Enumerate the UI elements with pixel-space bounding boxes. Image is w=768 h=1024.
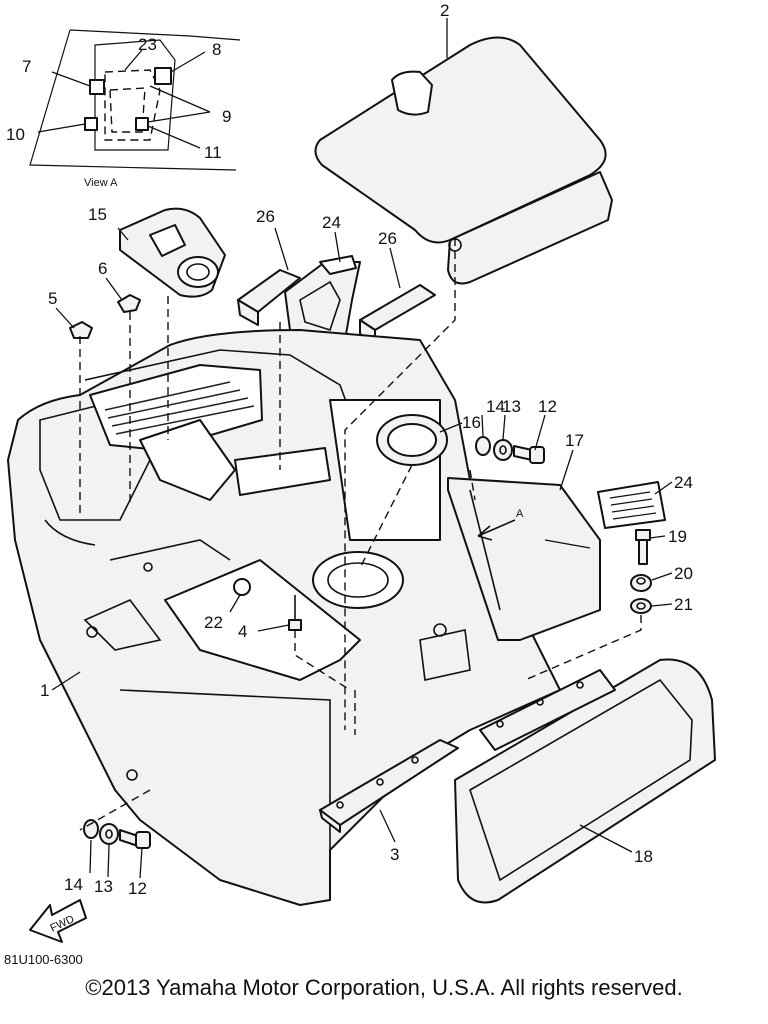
inset-clip-10 — [84, 117, 98, 131]
callout-4: 4 — [238, 622, 247, 641]
callout-14-upper: 14 — [486, 397, 505, 416]
inset-clip-9 — [135, 117, 149, 131]
callout-1: 1 — [40, 681, 49, 700]
callout-7: 7 — [22, 57, 31, 76]
callout-22: 22 — [204, 613, 223, 632]
view-a-inset: View A — [29, 29, 241, 189]
callout-10: 10 — [6, 125, 25, 144]
callout-19: 19 — [668, 527, 687, 546]
view-a-arrow — [477, 519, 516, 541]
callout-26-left: 26 — [256, 207, 275, 226]
part-21-washer — [630, 598, 652, 614]
callout-25: 24 — [322, 213, 341, 232]
callout-12-lower: 12 — [128, 879, 147, 898]
leader-lines — [51, 18, 673, 879]
view-a-label: View A — [84, 177, 118, 189]
part-6-clip — [117, 294, 141, 313]
callout-14-lower: 14 — [64, 875, 83, 894]
screw-set-lower — [83, 819, 151, 849]
part-25-bracket — [284, 255, 361, 351]
callout-11: 11 — [204, 143, 222, 162]
part-20-nut — [630, 574, 652, 592]
fwd-arrow-icon: FWD — [29, 899, 87, 943]
view-a-arrow-label: A — [516, 508, 524, 520]
part-24-label — [597, 481, 666, 529]
callout-23: 23 — [138, 35, 157, 54]
callout-numbers: 2 23 8 7 9 10 11 15 26 24 26 6 5 14 13 1… — [6, 1, 693, 898]
part-19-bolt — [635, 529, 651, 565]
part-5-clip — [69, 321, 93, 339]
callout-17: 17 — [565, 431, 584, 450]
callout-13-lower: 13 — [94, 877, 113, 896]
assembly-lines — [79, 238, 642, 831]
callout-13-upper: 13 — [502, 397, 521, 416]
part-16-grommet — [376, 414, 448, 466]
part-2-seat-cover — [314, 36, 613, 285]
callout-15: 15 — [88, 205, 107, 224]
callout-2: 2 — [440, 1, 449, 20]
copyright-notice: ©2013 Yamaha Motor Corporation, U.S.A. A… — [85, 975, 683, 1000]
callout-3: 3 — [390, 845, 399, 864]
inset-clip-8 — [154, 67, 172, 85]
callout-20: 20 — [674, 564, 693, 583]
callout-12-upper: 12 — [538, 397, 557, 416]
inset-clip-7 — [89, 79, 105, 95]
part-26-pad-left — [237, 269, 301, 326]
callout-5: 5 — [48, 289, 57, 308]
callout-16: 16 — [462, 413, 481, 432]
callout-26-right: 26 — [378, 229, 397, 248]
callout-6: 6 — [98, 259, 107, 278]
part-3-bracket — [319, 739, 459, 833]
callout-24: 24 — [674, 473, 693, 492]
callout-9: 9 — [222, 107, 231, 126]
part-15-cup-holder — [119, 207, 226, 298]
part-26-pad-right — [359, 284, 436, 343]
callout-21: 21 — [674, 595, 693, 614]
part-17-side-panel — [447, 477, 601, 641]
diagram-code: 81U100-6300 — [4, 952, 83, 967]
callout-8: 8 — [212, 40, 221, 59]
part-18-lower-panel — [454, 658, 716, 904]
callout-18: 18 — [634, 847, 653, 866]
screw-set-upper — [475, 436, 545, 464]
